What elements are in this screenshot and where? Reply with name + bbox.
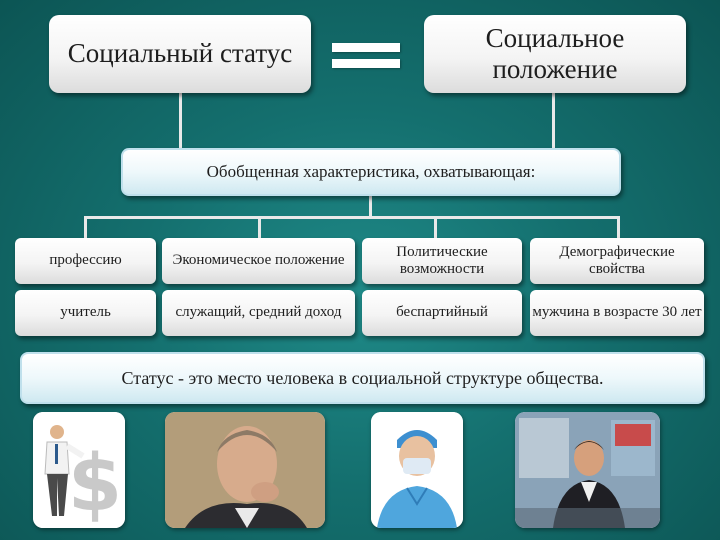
- connector-left-vertical: [179, 92, 182, 149]
- teacher-classroom-icon: [515, 412, 660, 528]
- connector-drop-3: [434, 216, 437, 238]
- businessman-dollar-icon: $: [33, 412, 125, 528]
- connector-right-vertical: [552, 92, 555, 149]
- cell-economic-position-label: Экономическое положение: [172, 252, 345, 269]
- social-position-label: Социальное положение: [485, 22, 625, 84]
- social-position-box: Социальное положение: [424, 15, 686, 93]
- teacher-classroom-photo: [515, 412, 660, 528]
- status-definition-label: Статус - это место человека в социальной…: [121, 367, 604, 388]
- cell-economic-position: Экономическое положение: [162, 238, 355, 284]
- cell-profession: профессию: [15, 238, 156, 284]
- cell-demographic-properties-label: Демографические свойства: [559, 243, 675, 277]
- cell-demographic-properties: Демографические свойства: [530, 238, 704, 284]
- cell-profession-label: профессию: [49, 252, 122, 269]
- generalized-characteristic-label: Обобщенная характеристика, охватывающая:: [206, 162, 536, 182]
- status-definition-box: Статус - это место человека в социальной…: [20, 352, 705, 404]
- doctor-icon: [371, 412, 463, 528]
- connector-middle-down: [369, 196, 372, 218]
- businessman-dollar-photo: $: [33, 412, 125, 528]
- doctor-photo: [371, 412, 463, 528]
- connector-drop-1: [84, 216, 87, 238]
- social-status-label: Социальный статус: [67, 38, 293, 69]
- connector-drop-4: [617, 216, 620, 238]
- connector-horizontal: [84, 216, 620, 219]
- generalized-characteristic-box: Обобщенная характеристика, охватывающая:: [121, 148, 621, 196]
- cell-political-opportunities: Политические возможности: [362, 238, 522, 284]
- cell-employee-income: служащий, средний доход: [162, 290, 355, 336]
- cell-teacher: учитель: [15, 290, 156, 336]
- cell-political-opportunities-label: Политические возможности: [396, 243, 488, 277]
- cell-teacher-label: учитель: [60, 304, 111, 321]
- cell-man-age: мужчина в возрасте 30 лет: [530, 290, 704, 336]
- equals-sign-top-bar: [332, 43, 400, 52]
- equals-sign-bottom-bar: [332, 59, 400, 68]
- connector-drop-2: [258, 216, 261, 238]
- cell-man-age-label: мужчина в возрасте 30 лет: [532, 304, 702, 321]
- cell-employee-income-label: служащий, средний доход: [175, 304, 342, 321]
- portrait-man-photo: [165, 412, 325, 528]
- cell-non-partisan: беспартийный: [362, 290, 522, 336]
- portrait-man-icon: [165, 412, 325, 528]
- cell-non-partisan-label: беспартийный: [396, 304, 488, 321]
- social-status-box: Социальный статус: [49, 15, 311, 93]
